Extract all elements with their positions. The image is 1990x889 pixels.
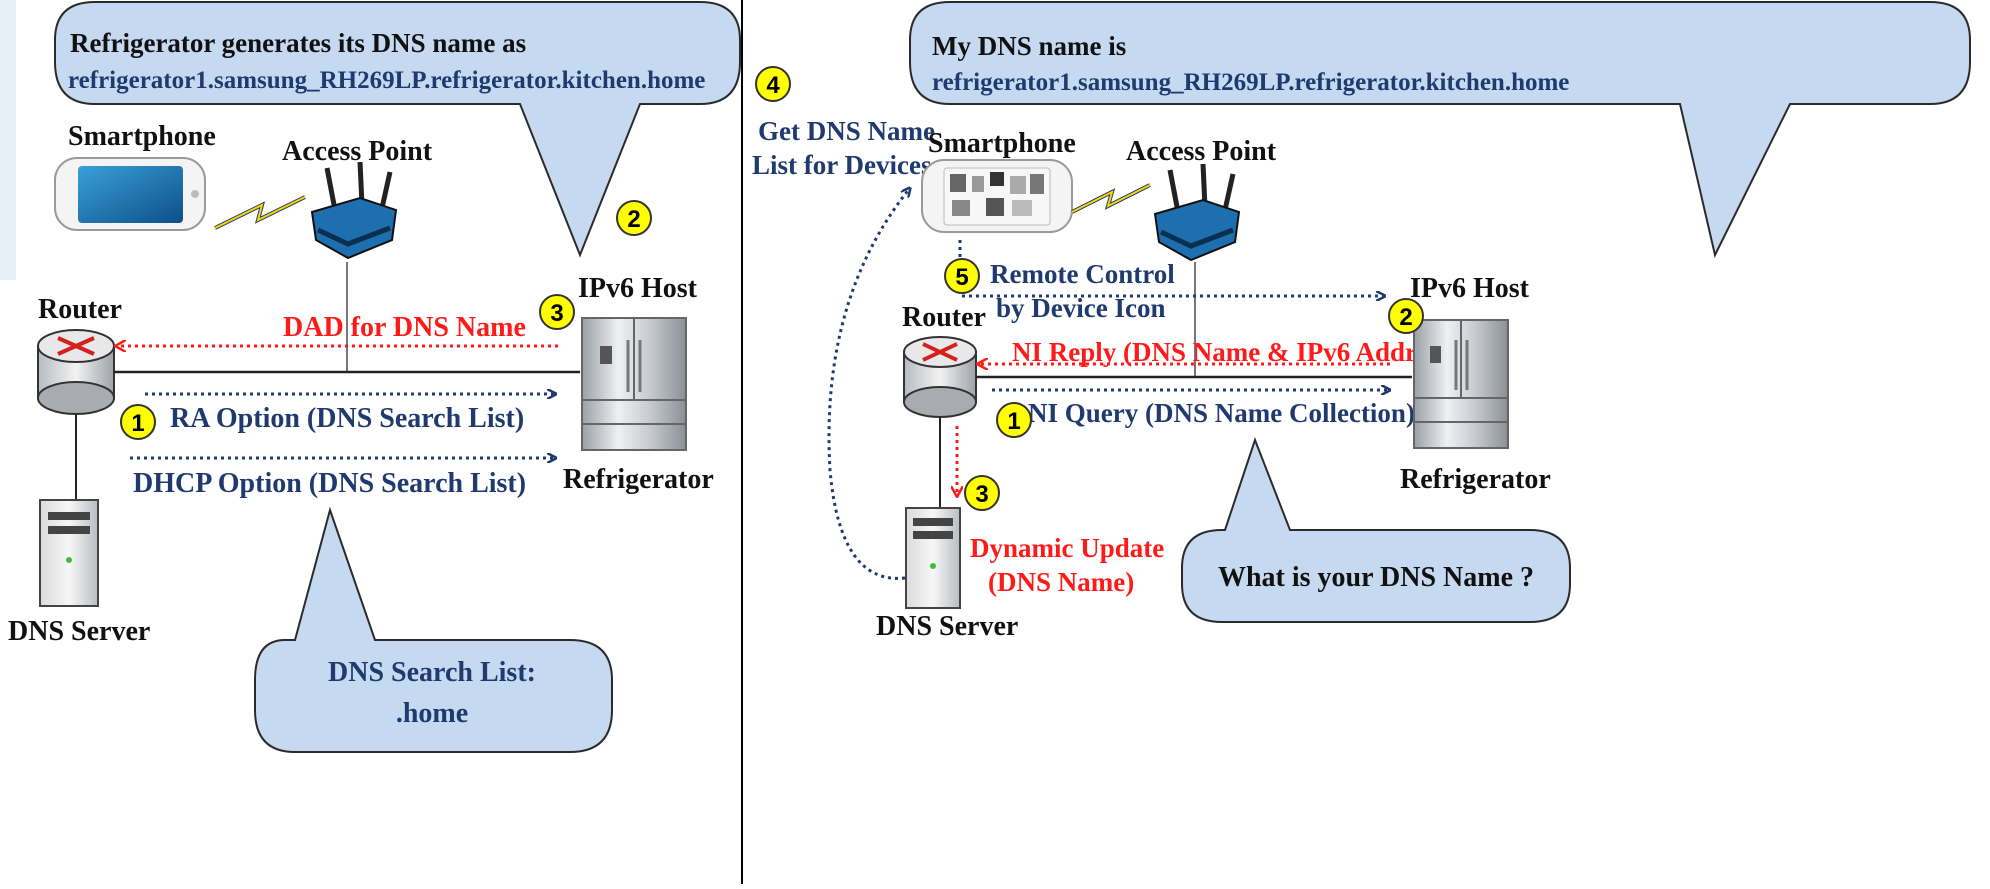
left-dhcp-label: DHCP Option (DNS Search List) xyxy=(133,468,526,499)
left-ra-label: RA Option (DNS Search List) xyxy=(170,403,524,434)
right-step-5: 5 xyxy=(944,258,980,294)
left-router-label: Router xyxy=(38,294,122,325)
left-step-3: 3 xyxy=(539,294,575,330)
left-ipv6-host-label: IPv6 Host xyxy=(578,273,698,304)
svg-text:2: 2 xyxy=(1399,304,1412,331)
right-access-point-icon xyxy=(1153,163,1241,262)
right-ni-reply-label: NI Reply (DNS Name & IPv6 Address) xyxy=(1012,337,1459,367)
right-panel: My DNS name is refrigerator1.samsung_RH2… xyxy=(752,1,1971,642)
left-smartphone-label: Smartphone xyxy=(68,121,216,152)
right-dynamic-line2: (DNS Name) xyxy=(988,567,1134,597)
right-dns-server-label: DNS Server xyxy=(876,611,1018,642)
right-bottom-bubble-text: What is your DNS Name ? xyxy=(1218,562,1534,593)
right-access-point-label: Access Point xyxy=(1126,136,1277,167)
right-get-dns-path xyxy=(827,188,910,580)
right-top-bubble xyxy=(909,1,1971,258)
right-step-3: 3 xyxy=(964,475,1000,511)
right-refrigerator-label: Refrigerator xyxy=(1400,464,1551,495)
svg-text:3: 3 xyxy=(550,300,563,327)
svg-text:4: 4 xyxy=(766,72,780,99)
right-router-icon xyxy=(903,336,977,418)
right-bubble-line2: refrigerator1.samsung_RH269LP.refrigerat… xyxy=(932,69,1569,96)
left-router-icon xyxy=(37,329,115,415)
right-remote-line1: Remote Control xyxy=(990,259,1175,289)
left-smartphone-icon xyxy=(54,157,206,231)
left-refrigerator-label: Refrigerator xyxy=(563,464,714,495)
right-step-4: 4 xyxy=(755,66,791,102)
left-step-2: 2 xyxy=(616,200,652,236)
left-bottom-bubble-line1: DNS Search List: xyxy=(328,657,536,688)
svg-text:1: 1 xyxy=(1007,408,1020,435)
right-ni-query-label: NI Query (DNS Name Collection) xyxy=(1028,398,1415,428)
right-bottom-bubble xyxy=(1181,437,1571,623)
right-get-dns-line2: List for Devices xyxy=(752,150,931,180)
left-refrigerator-icon xyxy=(581,317,687,451)
left-edge-strip xyxy=(0,0,16,280)
right-bubble-line1: My DNS name is xyxy=(932,31,1126,61)
right-smartphone-label: Smartphone xyxy=(928,128,1076,159)
svg-text:2: 2 xyxy=(627,206,640,233)
right-dns-server-icon xyxy=(905,507,961,609)
right-step-2: 2 xyxy=(1388,298,1424,334)
left-dad-label: DAD for DNS Name xyxy=(283,312,526,343)
svg-text:1: 1 xyxy=(131,410,144,437)
right-smartphone-icon xyxy=(921,159,1073,233)
left-top-bubble xyxy=(54,1,741,258)
left-step-1: 1 xyxy=(120,404,156,440)
left-panel: Refrigerator generates its DNS name as r… xyxy=(8,1,741,753)
right-get-dns-line1: Get DNS Name xyxy=(758,116,935,146)
left-bottom-bubble-line2: .home xyxy=(396,698,468,729)
left-access-point-icon xyxy=(310,161,398,260)
right-router-label: Router xyxy=(902,302,986,333)
svg-text:3: 3 xyxy=(975,481,988,508)
right-remote-line2: by Device Icon xyxy=(996,293,1165,323)
left-bubble-line2: refrigerator1.samsung_RH269LP.refrigerat… xyxy=(68,67,705,94)
left-dns-server-label: DNS Server xyxy=(8,616,150,647)
right-ipv6-host-label: IPv6 Host xyxy=(1410,273,1530,304)
svg-text:5: 5 xyxy=(955,264,968,291)
right-dynamic-line1: Dynamic Update xyxy=(970,533,1164,563)
left-bottom-bubble xyxy=(254,506,613,753)
left-access-point-label: Access Point xyxy=(282,136,433,167)
right-step-1: 1 xyxy=(996,402,1032,438)
right-refrigerator-icon xyxy=(1413,319,1509,449)
left-dns-server-icon xyxy=(39,499,99,607)
left-bubble-line1: Refrigerator generates its DNS name as xyxy=(70,28,526,58)
